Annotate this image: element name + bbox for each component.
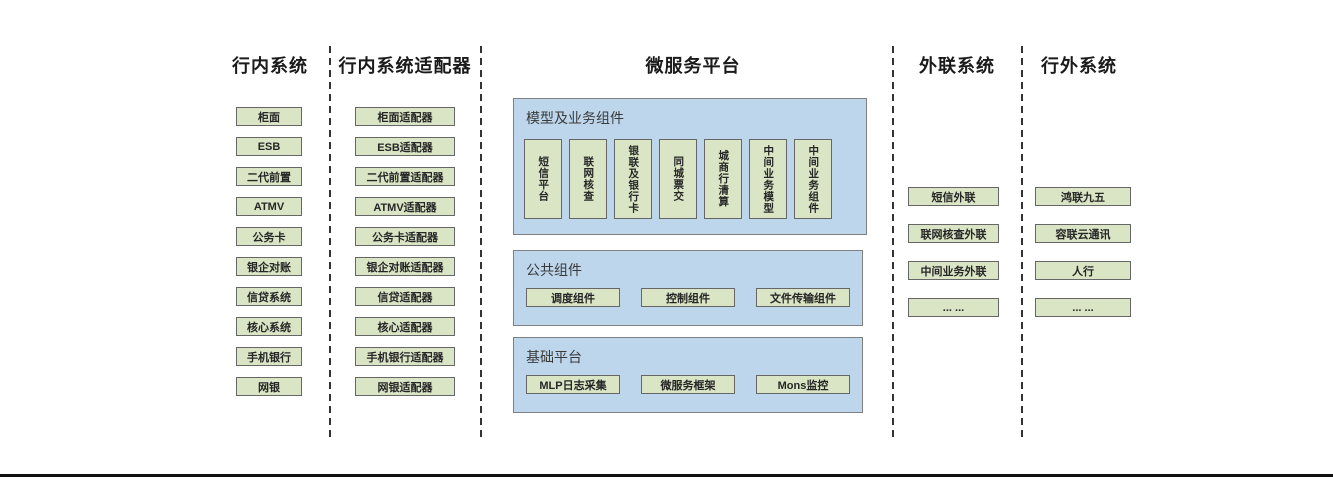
component-box-label: 城商行清算 xyxy=(717,150,730,208)
panel-label: 公共组件 xyxy=(526,262,582,278)
component-box: 短信平台 xyxy=(524,139,562,219)
component-box-label: 中间业务组件 xyxy=(807,144,820,214)
adapter-box: 柜面适配器 xyxy=(355,107,455,126)
system-box: 手机银行 xyxy=(236,347,302,366)
adapters-stack: 柜面适配器 ESB适配器 二代前置适配器 ATMV适配器 公务卡适配器 银企对账… xyxy=(355,107,455,396)
component-box: 调度组件 xyxy=(526,288,620,307)
external-box: 鸿联九五 xyxy=(1035,187,1131,206)
base-platform-panel: 基础平台 MLP日志采集 微服务框架 Mons监控 xyxy=(513,337,863,413)
model-components-row: 短信平台 联网核查 银联及银行卡 同城票交 城商行清算 中间业务模型 中间业务组… xyxy=(524,139,832,219)
panel-label: 模型及业务组件 xyxy=(526,110,624,126)
system-box: 核心系统 xyxy=(236,317,302,336)
outreach-box: ... ... xyxy=(908,298,999,317)
adapter-box: 公务卡适配器 xyxy=(355,227,455,246)
dashed-separator xyxy=(480,46,482,442)
system-box: ATMV xyxy=(236,197,302,216)
dashed-separator xyxy=(892,46,894,442)
column-title-external: 行外系统 xyxy=(1041,56,1117,76)
component-box: 银联及银行卡 xyxy=(614,139,652,219)
adapter-box: ATMV适配器 xyxy=(355,197,455,216)
component-box: 联网核查 xyxy=(569,139,607,219)
system-box: 信贷系统 xyxy=(236,287,302,306)
component-box: 微服务框架 xyxy=(641,375,735,394)
internal-systems-stack: 柜面 ESB 二代前置 ATMV 公务卡 银企对账 信贷系统 核心系统 手机银行… xyxy=(236,107,302,396)
external-stack: 鸿联九五 容联云通讯 人行 ... ... xyxy=(1035,187,1131,317)
panel-label: 基础平台 xyxy=(526,349,582,365)
adapter-box: ESB适配器 xyxy=(355,137,455,156)
component-box: 中间业务模型 xyxy=(749,139,787,219)
outreach-box: 联网核查外联 xyxy=(908,224,999,243)
component-box: Mons监控 xyxy=(756,375,850,394)
system-box: 公务卡 xyxy=(236,227,302,246)
dashed-separator xyxy=(1021,46,1023,442)
system-box: ESB xyxy=(236,137,302,156)
column-title-outreach: 外联系统 xyxy=(919,56,995,76)
adapter-box: 手机银行适配器 xyxy=(355,347,455,366)
bottom-rule xyxy=(0,474,1333,477)
column-title-adapters: 行内系统适配器 xyxy=(338,56,472,76)
common-components-row: 调度组件 控制组件 文件传输组件 xyxy=(526,288,850,307)
component-box-label: 短信平台 xyxy=(537,156,550,202)
column-title-internal: 行内系统 xyxy=(232,56,308,76)
component-box-label: 中间业务模型 xyxy=(762,144,775,214)
common-components-panel: 公共组件 调度组件 控制组件 文件传输组件 xyxy=(513,250,863,326)
external-box: 容联云通讯 xyxy=(1035,224,1131,243)
component-box: MLP日志采集 xyxy=(526,375,620,394)
system-box: 二代前置 xyxy=(236,167,302,186)
component-box: 同城票交 xyxy=(659,139,697,219)
component-box: 控制组件 xyxy=(641,288,735,307)
column-title-platform: 微服务平台 xyxy=(645,56,741,76)
external-box: 人行 xyxy=(1035,261,1131,280)
dashed-separator xyxy=(329,46,331,442)
adapter-box: 网银适配器 xyxy=(355,377,455,396)
adapter-box: 银企对账适配器 xyxy=(355,257,455,276)
outreach-box: 中间业务外联 xyxy=(908,261,999,280)
adapter-box: 核心适配器 xyxy=(355,317,455,336)
base-platform-row: MLP日志采集 微服务框架 Mons监控 xyxy=(526,375,850,394)
component-box: 文件传输组件 xyxy=(756,288,850,307)
external-box: ... ... xyxy=(1035,298,1131,317)
component-box-label: 同城票交 xyxy=(672,156,685,202)
component-box-label: 联网核查 xyxy=(582,156,595,202)
system-box: 柜面 xyxy=(236,107,302,126)
adapter-box: 二代前置适配器 xyxy=(355,167,455,186)
outreach-stack: 短信外联 联网核查外联 中间业务外联 ... ... xyxy=(908,187,999,317)
model-business-panel: 模型及业务组件 短信平台 联网核查 银联及银行卡 同城票交 城商行清算 中间业务… xyxy=(513,98,867,235)
system-box: 银企对账 xyxy=(236,257,302,276)
component-box: 中间业务组件 xyxy=(794,139,832,219)
adapter-box: 信贷适配器 xyxy=(355,287,455,306)
outreach-box: 短信外联 xyxy=(908,187,999,206)
component-box-label: 银联及银行卡 xyxy=(627,144,640,214)
component-box: 城商行清算 xyxy=(704,139,742,219)
system-box: 网银 xyxy=(236,377,302,396)
